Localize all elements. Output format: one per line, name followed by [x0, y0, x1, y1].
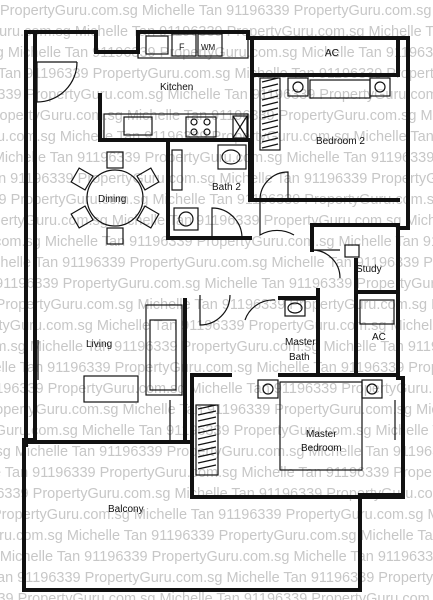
hatch-line — [261, 119, 279, 125]
watermark-text: PropertyGuru.com.sg Michelle Tan 9119633… — [0, 192, 433, 208]
hatch-line — [197, 410, 217, 416]
watermark-text: PropertyGuru.com.sg Michelle Tan 9119633… — [0, 318, 433, 334]
hatch-line — [197, 404, 217, 410]
label-master-bedroom-2: Bedroom — [301, 443, 342, 454]
hatch-line — [261, 131, 279, 137]
chair-icon — [70, 167, 94, 191]
hatch-line — [197, 416, 217, 422]
fridge-icon — [171, 33, 197, 57]
room-labels: Kitchen Dining Bath 2 Bedroom 2 AC Study… — [86, 42, 386, 515]
watermark-layer: PropertyGuru.com.sg Michelle Tan 9119633… — [0, 3, 433, 600]
hatch-line — [197, 422, 217, 428]
watermark-text: PropertyGuru.com.sg Michelle Tan 9119633… — [0, 150, 433, 166]
hatch-line — [261, 77, 279, 83]
chair-icon — [136, 167, 160, 191]
hatch-line — [197, 434, 217, 440]
hatch-line — [197, 440, 217, 446]
hatch-line — [197, 464, 217, 470]
hatch-line — [197, 446, 217, 452]
study-fixtures — [311, 244, 395, 325]
bedroom2-fixtures — [259, 77, 391, 201]
label-study: Study — [356, 264, 382, 275]
watermark-text: PropertyGuru.com.sg Michelle Tan 9119633… — [0, 297, 433, 313]
hatch-line — [261, 101, 279, 107]
coffee-table-icon — [83, 375, 139, 403]
label-washer: WM — [201, 43, 216, 52]
chair-icon — [106, 227, 124, 245]
hatch-line — [261, 143, 279, 149]
watermark-text: PropertyGuru.com.sg Michelle Tan 9119633… — [0, 66, 433, 82]
label-fridge: F — [179, 42, 185, 52]
kitchen-fixtures — [36, 31, 249, 141]
watermark-text: PropertyGuru.com.sg Michelle Tan 9119633… — [0, 255, 433, 271]
hatch-line — [197, 452, 217, 458]
label-bath2: Bath 2 — [212, 182, 241, 193]
watermark-text: PropertyGuru.com.sg Michelle Tan 9119633… — [0, 381, 433, 397]
watermark-text: PropertyGuru.com.sg Michelle Tan 9119633… — [0, 507, 433, 523]
watermark-text: PropertyGuru.com.sg Michelle Tan 9119633… — [0, 402, 433, 418]
hatch-line — [261, 107, 279, 113]
washer-icon — [197, 33, 223, 57]
chair-icon — [106, 151, 124, 169]
chair-icon — [70, 205, 94, 229]
wardrobe-icon — [195, 404, 219, 476]
watermark-text: PropertyGuru.com.sg Michelle Tan 9119633… — [0, 171, 433, 187]
watermark-text: PropertyGuru.com.sg Michelle Tan 9119633… — [0, 549, 433, 565]
watermark-text: PropertyGuru.com.sg Michelle Tan 9119633… — [0, 87, 433, 103]
stove-icon — [185, 116, 217, 138]
label-ac-top: AC — [325, 48, 339, 59]
label-balcony: Balcony — [108, 504, 144, 515]
watermark-text: PropertyGuru.com.sg Michelle Tan 9119633… — [0, 465, 433, 481]
bed-icon — [279, 381, 363, 471]
label-bedroom2: Bedroom 2 — [316, 136, 365, 147]
hatch-line — [261, 137, 279, 143]
bath2-fixtures — [171, 144, 247, 239]
wardrobe-icon — [259, 77, 281, 151]
watermark-text: PropertyGuru.com.sg Michelle Tan 9119633… — [0, 423, 433, 439]
sink-icon — [178, 211, 194, 227]
dining-table — [70, 151, 160, 245]
living-fixtures — [37, 200, 295, 440]
toilet-icon — [221, 149, 241, 165]
watermark-text: PropertyGuru.com.sg Michelle Tan 9119633… — [0, 591, 433, 600]
watermark-text: PropertyGuru.com.sg Michelle Tan 9119633… — [0, 444, 433, 460]
label-master-bath-2: Bath — [289, 352, 310, 363]
chair-icon — [136, 205, 160, 229]
watermark-text: PropertyGuru.com.sg Michelle Tan 9119633… — [0, 570, 433, 586]
hatch-line — [261, 95, 279, 101]
watermark-text: PropertyGuru.com.sg Michelle Tan 9119633… — [0, 45, 433, 61]
interior-walls — [98, 36, 405, 499]
hatch-line — [197, 428, 217, 434]
watermark-text: PropertyGuru.com.sg Michelle Tan 9119633… — [0, 108, 433, 124]
label-master-bath-1: Master — [285, 337, 316, 348]
label-living: Living — [86, 339, 112, 350]
sofa-icon — [145, 304, 183, 396]
watermark-text: PropertyGuru.com.sg Michelle Tan 9119633… — [0, 360, 433, 376]
label-kitchen: Kitchen — [160, 82, 193, 93]
label-master-bedroom-1: Master — [306, 429, 337, 440]
hatch-line — [197, 458, 217, 464]
label-ac-mid: AC — [372, 332, 386, 343]
watermark-text: PropertyGuru.com.sg Michelle Tan 9119633… — [0, 276, 433, 292]
master-bath-fixtures — [244, 299, 306, 321]
watermark-text: PropertyGuru.com.sg Michelle Tan 9119633… — [0, 3, 433, 19]
hatch-line — [261, 125, 279, 131]
hatch-line — [261, 89, 279, 95]
hatch-line — [261, 113, 279, 119]
watermark-text: PropertyGuru.com.sg Michelle Tan 9119633… — [0, 339, 433, 355]
label-dining: Dining — [98, 194, 126, 205]
watermark-text: PropertyGuru.com.sg Michelle Tan 9119633… — [0, 528, 433, 544]
master-bedroom-fixtures — [195, 379, 396, 476]
hatch-line — [261, 83, 279, 89]
watermark-text: PropertyGuru.com.sg Michelle Tan 9119633… — [0, 234, 433, 250]
